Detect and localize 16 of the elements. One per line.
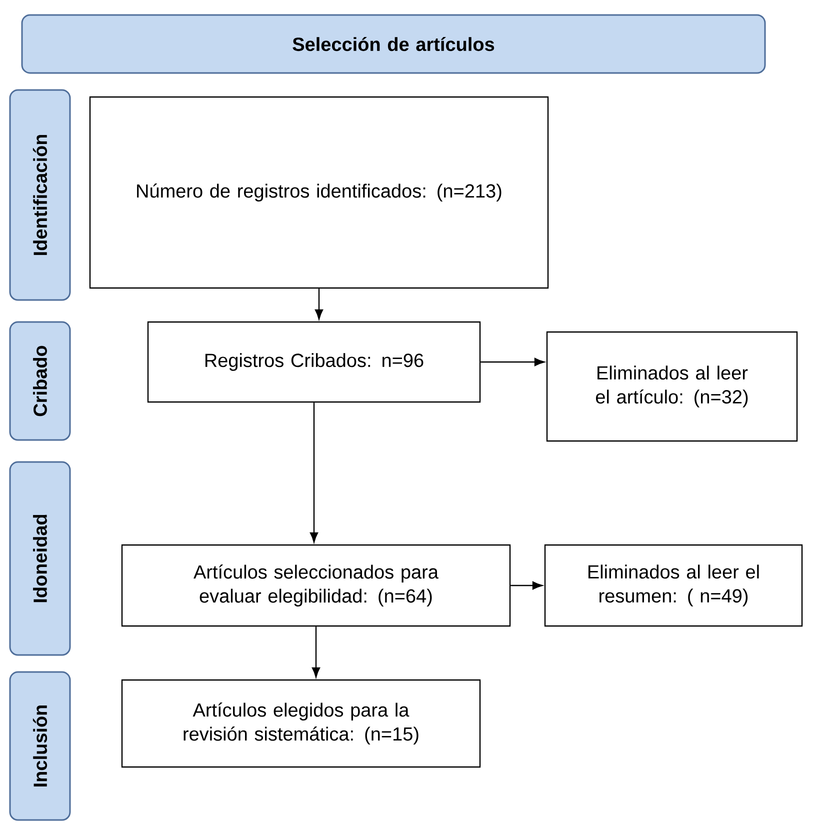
process-box: Eliminados al leer el resumen: ( n=49) — [544, 544, 803, 627]
arrow — [480, 358, 545, 366]
process-box: Registros Cribados: n=96 — [147, 321, 481, 403]
title-banner: Selección de artículos — [21, 14, 766, 74]
stage-band: Cribado — [9, 321, 71, 441]
process-box: Eliminados al leer el artículo: (n=32) — [546, 331, 798, 442]
process-box: Artículos seleccionados para evaluar elegibilidad: (n=64) — [121, 544, 511, 627]
arrow — [310, 402, 318, 543]
process-box: Artículos elegidos para la revisión sistemática: (n=15) — [121, 679, 481, 768]
arrow — [510, 581, 543, 590]
stage-band: Inclusión — [9, 671, 71, 821]
stage-band: Idoneidad — [9, 461, 71, 656]
process-box: Número de registros identificados: (n=213) — [89, 96, 549, 289]
arrow — [312, 626, 320, 678]
arrow — [314, 288, 324, 320]
stage-band: Identificación — [9, 89, 71, 301]
